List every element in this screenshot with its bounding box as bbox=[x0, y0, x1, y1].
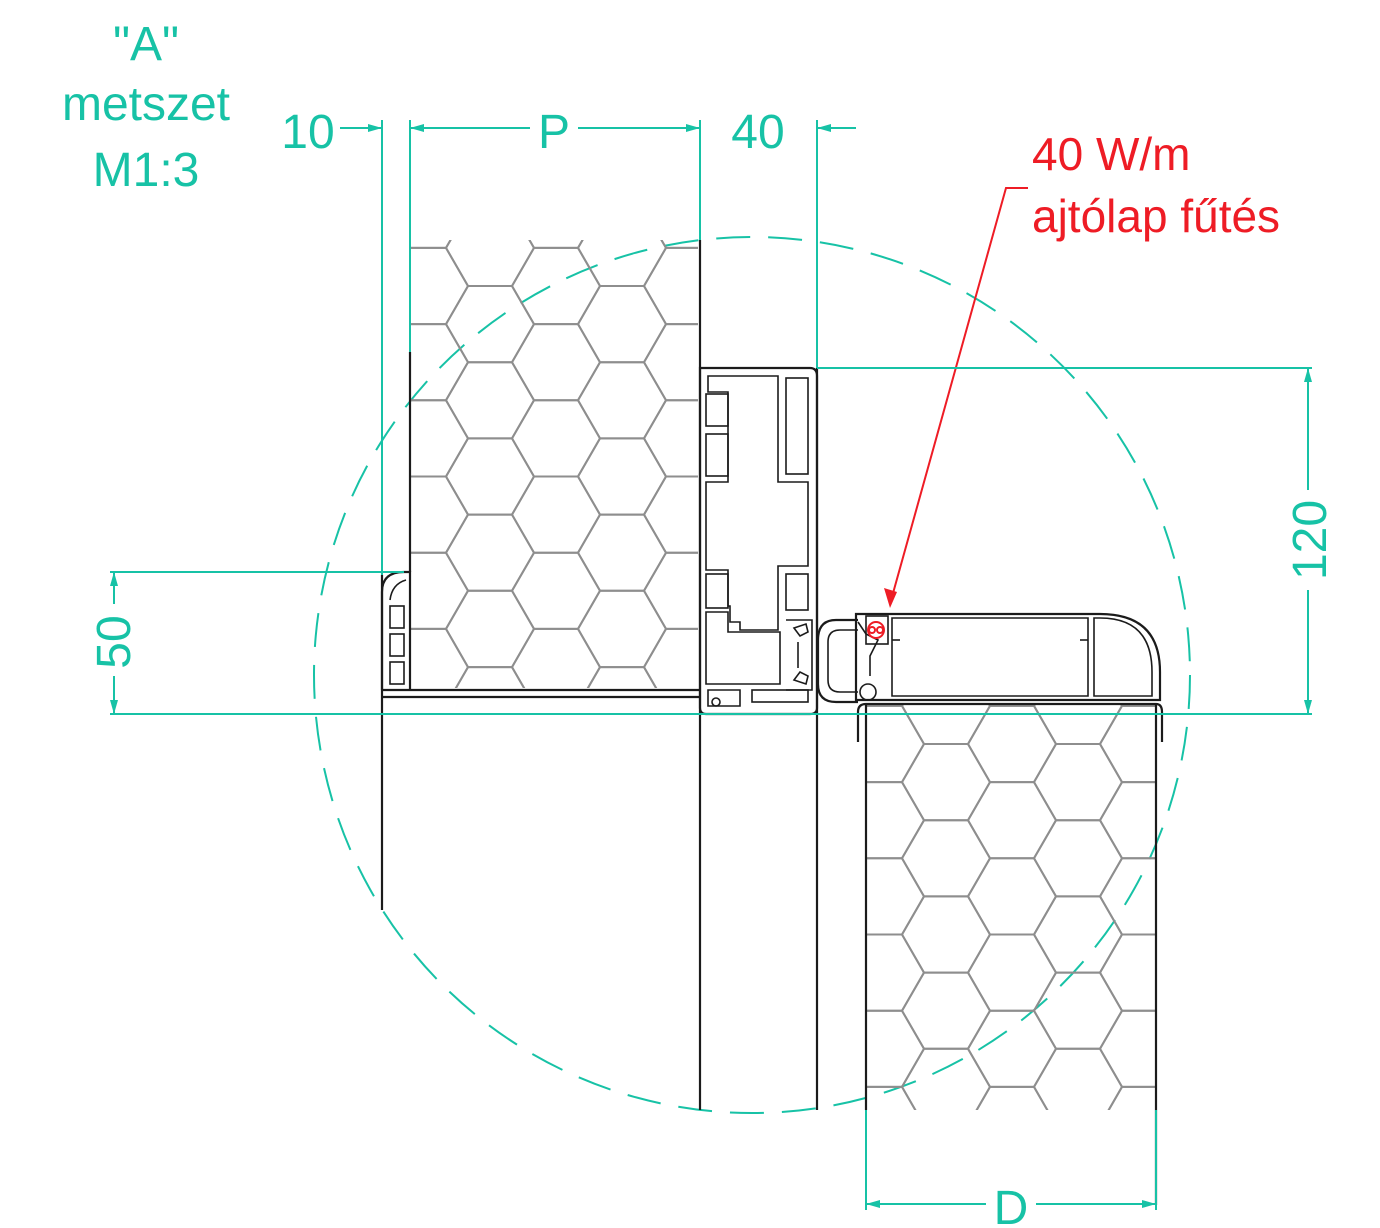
honeycomb-cell bbox=[410, 475, 470, 554]
honeycomb-cell bbox=[866, 704, 905, 707]
honeycomb-cell bbox=[642, 475, 698, 554]
dimension-d: D bbox=[994, 1182, 1029, 1228]
honeycomb-cell bbox=[966, 933, 1058, 1012]
honeycomb-cell bbox=[866, 857, 926, 936]
honeycomb-cell bbox=[900, 1047, 992, 1110]
honeycomb-cell bbox=[1032, 1047, 1124, 1110]
heating-leader bbox=[884, 187, 1028, 608]
honeycomb-cell bbox=[1032, 819, 1124, 898]
honeycomb-cell bbox=[576, 285, 668, 364]
honeycomb-cell bbox=[966, 857, 1058, 936]
honeycomb-cell bbox=[410, 627, 470, 688]
honeycomb-cell bbox=[1098, 704, 1156, 784]
section-word: metszet bbox=[62, 78, 230, 131]
honeycomb-cell bbox=[975, 1085, 1049, 1110]
honeycomb-cell bbox=[410, 323, 470, 402]
honeycomb-cell bbox=[1032, 704, 1124, 745]
honeycomb-cell bbox=[510, 399, 602, 478]
honeycomb-core-door-leaf bbox=[866, 704, 1156, 1110]
honeycomb-cell bbox=[1119, 704, 1156, 707]
dimension-120: 120 bbox=[1284, 500, 1337, 580]
honeycomb-cell bbox=[510, 323, 602, 402]
honeycomb-cell bbox=[866, 1009, 926, 1088]
heating-power-label: 40 W/m bbox=[1032, 128, 1190, 180]
honeycomb-cell bbox=[586, 666, 658, 688]
honeycomb-cell bbox=[900, 704, 992, 745]
dimension-40: 40 bbox=[731, 106, 784, 159]
honeycomb-cell bbox=[866, 933, 926, 1012]
dimension-10: 10 bbox=[281, 106, 334, 159]
honeycomb-cell bbox=[410, 399, 470, 478]
honeycomb-cell bbox=[900, 971, 992, 1050]
heating-description-label: ajtólap fűtés bbox=[1032, 190, 1280, 242]
scale-label: M1:3 bbox=[93, 144, 200, 197]
honeycomb-cell bbox=[444, 361, 536, 440]
honeycomb-cell bbox=[1107, 1085, 1156, 1110]
dimension-lines bbox=[110, 120, 1312, 1210]
honeycomb-cell bbox=[660, 240, 698, 249]
honeycomb-cell bbox=[510, 627, 602, 688]
honeycomb-cell bbox=[966, 781, 1058, 860]
honeycomb-cell bbox=[900, 895, 992, 974]
dimension-p: P bbox=[538, 106, 570, 159]
honeycomb-cell bbox=[642, 627, 698, 688]
honeycomb-cell bbox=[642, 551, 698, 630]
honeycomb-cell bbox=[1098, 933, 1156, 1012]
honeycomb-cell bbox=[576, 437, 668, 516]
honeycomb-cell bbox=[576, 513, 668, 592]
honeycomb-cell bbox=[866, 1085, 917, 1110]
honeycomb-cell bbox=[900, 819, 992, 898]
honeycomb-cell bbox=[1098, 781, 1156, 860]
honeycomb-cell bbox=[987, 704, 1037, 707]
honeycomb-cell bbox=[528, 240, 584, 249]
honeycomb-cell bbox=[454, 666, 526, 688]
wall-lines bbox=[380, 240, 819, 1110]
honeycomb-cell bbox=[510, 551, 602, 630]
honeycomb-cell bbox=[642, 323, 698, 402]
honeycomb-cell bbox=[1032, 895, 1124, 974]
honeycomb-cell bbox=[1098, 857, 1156, 936]
honeycomb-cell bbox=[1032, 971, 1124, 1050]
honeycomb-cell bbox=[1098, 1009, 1156, 1088]
honeycomb-cell bbox=[642, 246, 698, 326]
honeycomb-cell bbox=[642, 399, 698, 478]
honeycomb-cell bbox=[410, 246, 470, 326]
honeycomb-cell bbox=[444, 240, 536, 287]
honeycomb-cell bbox=[900, 743, 992, 822]
honeycomb-cell bbox=[966, 704, 1058, 784]
honeycomb-cell bbox=[576, 240, 668, 287]
frame-profile bbox=[698, 366, 819, 716]
honeycomb-cell bbox=[410, 240, 452, 249]
honeycomb-core-frame bbox=[410, 240, 698, 688]
honeycomb-cell bbox=[510, 246, 602, 326]
honeycomb-cell bbox=[444, 437, 536, 516]
honeycomb-cell bbox=[576, 589, 668, 669]
dimension-50: 50 bbox=[88, 615, 141, 668]
door-leaf-profile bbox=[816, 612, 1162, 704]
honeycomb-cell bbox=[510, 475, 602, 554]
honeycomb-cell bbox=[444, 513, 536, 592]
section-label: "A" bbox=[113, 18, 179, 71]
honeycomb-cell bbox=[576, 361, 668, 440]
detail-circle bbox=[313, 236, 1191, 1114]
honeycomb-cell bbox=[866, 704, 926, 784]
honeycomb-cell bbox=[866, 781, 926, 860]
honeycomb-cell bbox=[1032, 743, 1124, 822]
honeycomb-cell bbox=[444, 589, 536, 669]
left-cap-profile bbox=[380, 570, 412, 690]
